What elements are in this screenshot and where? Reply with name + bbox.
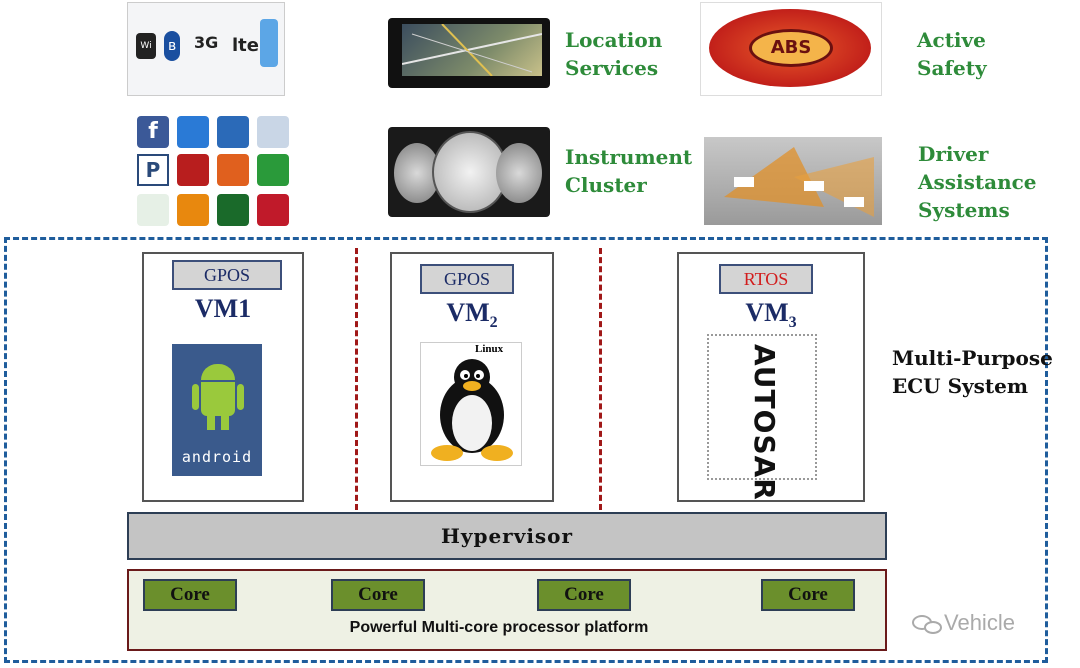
vm2-os-tag: GPOS bbox=[420, 264, 514, 294]
core-1: Core bbox=[143, 579, 237, 611]
navigation-thumbnail bbox=[388, 18, 550, 88]
instrument-cluster-thumbnail bbox=[388, 127, 550, 217]
vm2-title: VM2 bbox=[446, 298, 498, 332]
driver-assistance-label: Driver Assistance Systems bbox=[918, 142, 1037, 222]
hypervisor-label: Hypervisor bbox=[440, 524, 574, 548]
share-icon bbox=[260, 19, 278, 67]
core-4: Core bbox=[761, 579, 855, 611]
driver-assistance-thumbnail bbox=[704, 137, 882, 225]
android-robot-legs bbox=[207, 416, 229, 430]
location-services-label: Location Services bbox=[565, 28, 663, 80]
linux-logo: Linux bbox=[420, 342, 522, 466]
tux-penguin bbox=[431, 359, 513, 461]
abs-inner: ABS bbox=[749, 29, 833, 67]
vm-divider-2 bbox=[599, 248, 602, 510]
android-robot-head bbox=[201, 364, 235, 380]
vm3-box: RTOS VM3 AUTOSAR bbox=[677, 252, 865, 502]
active-safety-label: Active Safety bbox=[917, 28, 987, 80]
hypervisor-bar: Hypervisor bbox=[127, 512, 887, 560]
headphones-icon bbox=[137, 194, 169, 226]
apps-grid: f P bbox=[135, 110, 295, 234]
sensor-cones bbox=[724, 147, 874, 217]
autosar-logo: AUTOSAR bbox=[707, 334, 817, 501]
autosar-wordmark: AUTOSAR bbox=[748, 344, 781, 501]
android-robot-body bbox=[201, 382, 235, 416]
processor-platform: Core Core Core Core Powerful Multi-core … bbox=[127, 569, 887, 651]
pin-icon bbox=[257, 116, 289, 148]
vm-divider-1 bbox=[355, 248, 358, 510]
android-wordmark: android bbox=[181, 448, 253, 466]
instrument-cluster-label: Instrument Cluster bbox=[565, 145, 693, 197]
wifi-app-icon bbox=[217, 194, 249, 226]
vm1-box: GPOS VM1 android bbox=[142, 252, 304, 502]
core-2: Core bbox=[331, 579, 425, 611]
platform-label: Powerful Multi-core processor platform bbox=[349, 619, 649, 636]
3g-icon: 3G bbox=[194, 33, 219, 52]
reader-icon bbox=[217, 154, 249, 186]
ecu-system-boundary bbox=[4, 237, 1048, 663]
map-roads bbox=[402, 24, 542, 76]
vm1-os-tag: GPOS bbox=[172, 260, 282, 290]
netflix-icon bbox=[177, 154, 209, 186]
delta-icon bbox=[257, 194, 289, 226]
bluetooth-icon: ʙ bbox=[164, 31, 180, 61]
lte-icon: lte bbox=[232, 35, 259, 56]
core-3: Core bbox=[537, 579, 631, 611]
ecu-system-label: Multi-Purpose ECU System bbox=[892, 346, 1053, 398]
watermark: Vehicle bbox=[912, 610, 1015, 636]
wechat-icon bbox=[912, 613, 944, 635]
connectivity-thumbnail: Wi ʙ 3G lte bbox=[127, 2, 285, 96]
pandora-icon: P bbox=[137, 154, 169, 186]
iq-icon bbox=[257, 154, 289, 186]
android-robot-arm-left bbox=[192, 384, 199, 410]
vm2-box: GPOS VM2 Linux bbox=[390, 252, 554, 502]
android-robot-arm-right bbox=[237, 384, 244, 410]
vm3-os-tag: RTOS bbox=[719, 264, 813, 294]
gauge-right bbox=[496, 143, 542, 203]
abs-thumbnail: ABS bbox=[700, 2, 882, 96]
rss-icon bbox=[177, 194, 209, 226]
vm1-title: VM1 bbox=[194, 294, 252, 323]
meeting-icon bbox=[217, 116, 249, 148]
android-logo: android bbox=[172, 344, 262, 476]
vm3-title: VM3 bbox=[745, 298, 797, 332]
facebook-icon: f bbox=[137, 116, 169, 148]
wifi-icon: Wi bbox=[136, 33, 156, 59]
linux-wordmark: Linux bbox=[475, 343, 504, 355]
dropbox-icon bbox=[177, 116, 209, 148]
watermark-text: Vehicle bbox=[944, 610, 1015, 635]
